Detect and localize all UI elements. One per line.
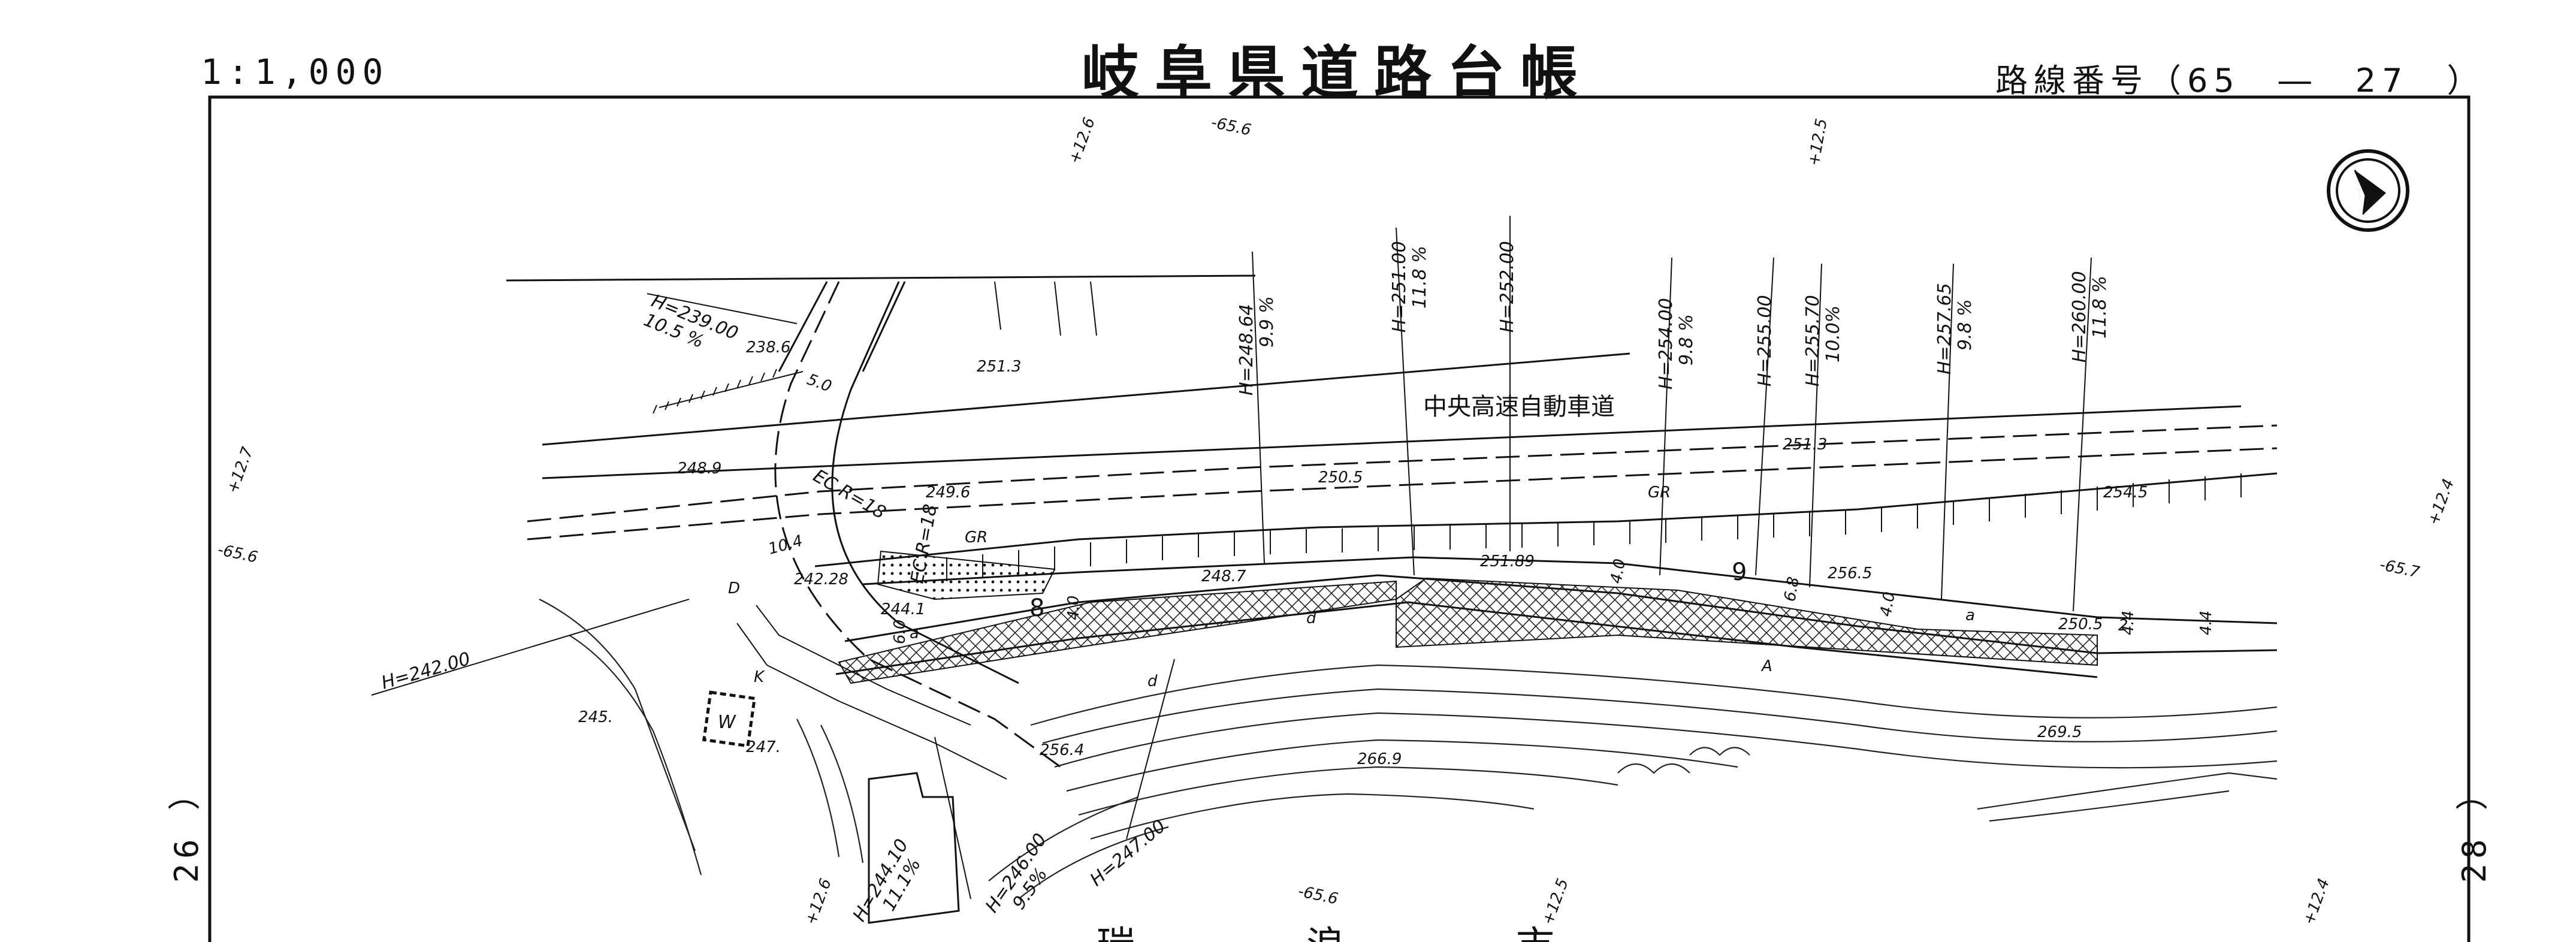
spot-heights: 238.6 251.3 248.9 249.6 250.5 251.3 254.… bbox=[578, 339, 2148, 768]
grade-leaders bbox=[371, 216, 2092, 899]
offset-label: -65.6 bbox=[1297, 883, 1340, 908]
grade-h: H=257.65 bbox=[1934, 283, 1955, 375]
road-name: 中央高速自動車道 bbox=[1423, 393, 1615, 421]
width-label: 4.4 bbox=[2197, 611, 2215, 635]
grade-h: H=260.00 bbox=[2069, 271, 2090, 363]
grade-h: H=242.00 bbox=[379, 648, 473, 694]
route-number: 路線番号（65 ― 27 ） bbox=[1995, 62, 2486, 99]
curve-labels: EC R=18 EC R=18 bbox=[810, 466, 941, 585]
section-number: 8 bbox=[1029, 594, 1044, 622]
width-label: 10.4 bbox=[766, 532, 805, 558]
map-frame bbox=[208, 95, 2471, 942]
grade-pct: 9.8 % bbox=[1955, 299, 1976, 351]
spot-height: 247. bbox=[746, 738, 781, 756]
offset-label: +12.6 bbox=[802, 876, 835, 927]
well-marker bbox=[702, 690, 757, 748]
width-label: 6.0 bbox=[891, 620, 909, 644]
offset-label: +12.5 bbox=[1539, 876, 1572, 927]
symbol: D bbox=[728, 579, 740, 597]
paved-slope-hatch-east bbox=[1396, 577, 2098, 666]
width-label: 4.0 bbox=[1607, 557, 1629, 585]
grade-h: H=254.00 bbox=[1656, 298, 1677, 390]
place-char: 瑞 bbox=[1097, 924, 1135, 942]
page-title: 岐阜県道路台帳 bbox=[1082, 39, 1593, 107]
spot-height: 248.9 bbox=[677, 460, 721, 478]
spot-height: 256.4 bbox=[1040, 741, 1084, 759]
dotted-pavement bbox=[877, 550, 1056, 600]
width-label: 4.0 bbox=[1877, 590, 1899, 618]
symbol: a bbox=[1965, 606, 1975, 624]
offset-label: +12.4 bbox=[2300, 876, 2333, 927]
spot-height: 245. bbox=[578, 708, 613, 726]
map-symbols: GR GR D K W a a d d A bbox=[718, 484, 1975, 733]
spot-height: 242.28 bbox=[794, 570, 848, 588]
spot-height: 250.5 bbox=[1318, 469, 1363, 487]
symbol: a bbox=[910, 624, 919, 642]
place-name-partial: 瑞 浪 市 bbox=[1097, 924, 1554, 942]
north-arrow-icon bbox=[2327, 149, 2409, 232]
map-scale: 1:1,000 bbox=[201, 52, 389, 92]
expressway bbox=[506, 274, 2278, 541]
spot-height: 254.5 bbox=[2103, 484, 2148, 502]
spot-height: 251.3 bbox=[1783, 436, 1827, 454]
width-label: 4.0 bbox=[1065, 596, 1083, 620]
offset-label: +12.6 bbox=[1065, 115, 1098, 166]
grade-h: H=248.64 bbox=[1236, 304, 1257, 395]
spot-height: 251.3 bbox=[977, 358, 1021, 376]
grade-labels: H=239.00 10.5 % H=248.64 9.9 % H=251.00 … bbox=[379, 241, 2110, 925]
grade-pct: 11.8 % bbox=[1409, 246, 1430, 309]
offset-label: -65.7 bbox=[2378, 556, 2421, 582]
local-road bbox=[814, 472, 2278, 684]
width-label: 5.0 bbox=[805, 370, 834, 395]
width-labels: 5.0 10.4 6.0 4.0 4.0 6.8 4.0 4.4 4.4 2 bbox=[766, 370, 2215, 644]
symbol: GR bbox=[1648, 484, 1671, 502]
embankment-ticks bbox=[659, 281, 1097, 408]
offset-label: +12.7 bbox=[224, 445, 257, 496]
spot-height: 256.5 bbox=[1828, 564, 1872, 582]
symbol: d bbox=[1306, 609, 1316, 627]
spot-height: 244.1 bbox=[881, 600, 925, 618]
offset-label: -65.6 bbox=[216, 541, 259, 567]
place-char: 市 bbox=[1516, 924, 1554, 942]
spot-height: 248.7 bbox=[1201, 567, 1246, 585]
grade-h: H=255.00 bbox=[1754, 295, 1775, 387]
grade-pct: 9.8 % bbox=[1676, 314, 1697, 366]
grade-h: H=247.00 bbox=[1086, 816, 1170, 890]
offset-label: +12.5 bbox=[1805, 117, 1831, 168]
symbol: K bbox=[754, 668, 765, 686]
section-number: 9 bbox=[1732, 558, 1747, 586]
ramp-curve bbox=[736, 281, 1061, 780]
symbol: GR bbox=[965, 529, 987, 547]
width-label: 4.4 bbox=[2119, 611, 2137, 635]
spot-height: 238.6 bbox=[746, 339, 790, 357]
grade-pct: 11.8 % bbox=[2089, 276, 2110, 339]
symbol: W bbox=[718, 712, 736, 733]
spot-height: 251.89 bbox=[1480, 552, 1535, 570]
place-char: 浪 bbox=[1306, 924, 1345, 942]
building-outline bbox=[868, 772, 960, 924]
grade-pct: 9.9 % bbox=[1257, 296, 1278, 348]
spot-height: 266.9 bbox=[1357, 750, 1402, 768]
offset-label: +12.4 bbox=[2424, 476, 2457, 527]
contour-lines bbox=[539, 599, 2278, 899]
symbol: d bbox=[1147, 672, 1158, 690]
spot-height: 250.5 bbox=[2058, 615, 2103, 633]
spot-height: 249.6 bbox=[926, 484, 970, 502]
grade-h: H=251.00 bbox=[1389, 241, 1410, 333]
grade-h: H=252.00 bbox=[1497, 241, 1518, 333]
width-label: 2 bbox=[2118, 617, 2128, 635]
width-label: 6.8 bbox=[1781, 575, 1803, 603]
offset-label: -65.6 bbox=[1210, 114, 1253, 140]
grade-pct: 10.0% bbox=[1823, 306, 1844, 363]
symbol: A bbox=[1760, 657, 1772, 675]
grade-h: H=255.70 bbox=[1802, 295, 1823, 387]
spot-height: 269.5 bbox=[2037, 723, 2082, 741]
